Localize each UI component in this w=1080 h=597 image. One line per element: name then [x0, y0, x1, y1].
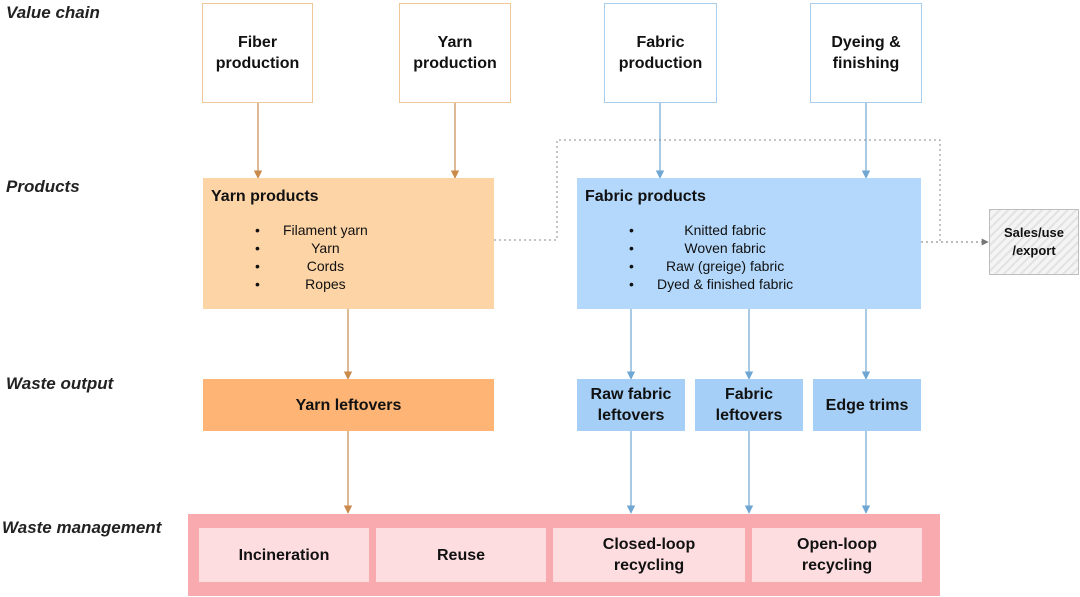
reuse-box: Reuse: [376, 528, 546, 582]
raw-fabric-leftovers-box: Raw fabric leftovers: [577, 379, 685, 431]
fabric-products-box: Fabric products Knitted fabric Woven fab…: [577, 178, 921, 309]
yarn-leftovers-label: Yarn leftovers: [295, 396, 402, 414]
stage-dyeing-label: Dyeing & finishing: [831, 34, 901, 72]
yarn-products-list: Filament yarn Yarn Cords Ropes: [255, 221, 368, 293]
list-item: Woven fabric: [629, 239, 793, 257]
list-item: Cords: [255, 257, 368, 275]
fabric-products-title: Fabric products: [585, 188, 706, 205]
stage-fiber-label: Fiber production: [215, 34, 300, 72]
list-item: Knitted fabric: [629, 221, 793, 239]
raw-fabric-leftovers-label: Raw fabric leftovers: [590, 386, 672, 424]
stage-fabric-label: Fabric production: [618, 34, 703, 72]
yarn-products-title: Yarn products: [211, 188, 319, 205]
closed-loop-label: Closed-loop recycling: [602, 536, 696, 574]
stage-yarn-production: Yarn production: [399, 3, 511, 103]
row-label-waste-output: Waste output: [6, 374, 114, 393]
row-label-waste-management: Waste management: [2, 518, 162, 537]
stage-yarn-label: Yarn production: [413, 34, 497, 72]
list-item: Yarn: [255, 239, 368, 257]
closed-loop-recycling-box: Closed-loop recycling: [553, 528, 745, 582]
stage-fabric-production: Fabric production: [604, 3, 717, 103]
stage-fiber-production: Fiber production: [202, 3, 313, 103]
fabric-products-list: Knitted fabric Woven fabric Raw (greige)…: [629, 221, 793, 293]
incineration-label: Incineration: [238, 546, 330, 564]
sales-use-export-box: Sales/use /export: [989, 209, 1079, 275]
incineration-box: Incineration: [199, 528, 369, 582]
fabric-leftovers-box: Fabric leftovers: [695, 379, 803, 431]
row-label-value-chain: Value chain: [6, 3, 100, 22]
edge-trims-label: Edge trims: [825, 396, 909, 414]
yarn-leftovers-box: Yarn leftovers: [203, 379, 494, 431]
list-item: Dyed & finished fabric: [629, 275, 793, 293]
open-loop-label: Open-loop recycling: [797, 536, 877, 574]
reuse-label: Reuse: [436, 546, 486, 564]
stage-dyeing-finishing: Dyeing & finishing: [810, 3, 922, 103]
list-item: Ropes: [255, 275, 368, 293]
sales-label: Sales/use /export: [1004, 225, 1064, 258]
list-item: Raw (greige) fabric: [629, 257, 793, 275]
list-item: Filament yarn: [255, 221, 368, 239]
yarn-products-box: Yarn products Filament yarn Yarn Cords R…: [203, 178, 494, 309]
edge-trims-box: Edge trims: [813, 379, 921, 431]
fabric-leftovers-label: Fabric leftovers: [715, 386, 783, 424]
row-label-products: Products: [6, 177, 80, 196]
open-loop-recycling-box: Open-loop recycling: [752, 528, 922, 582]
dotted-connector-yarn-to-sales: [494, 139, 941, 242]
